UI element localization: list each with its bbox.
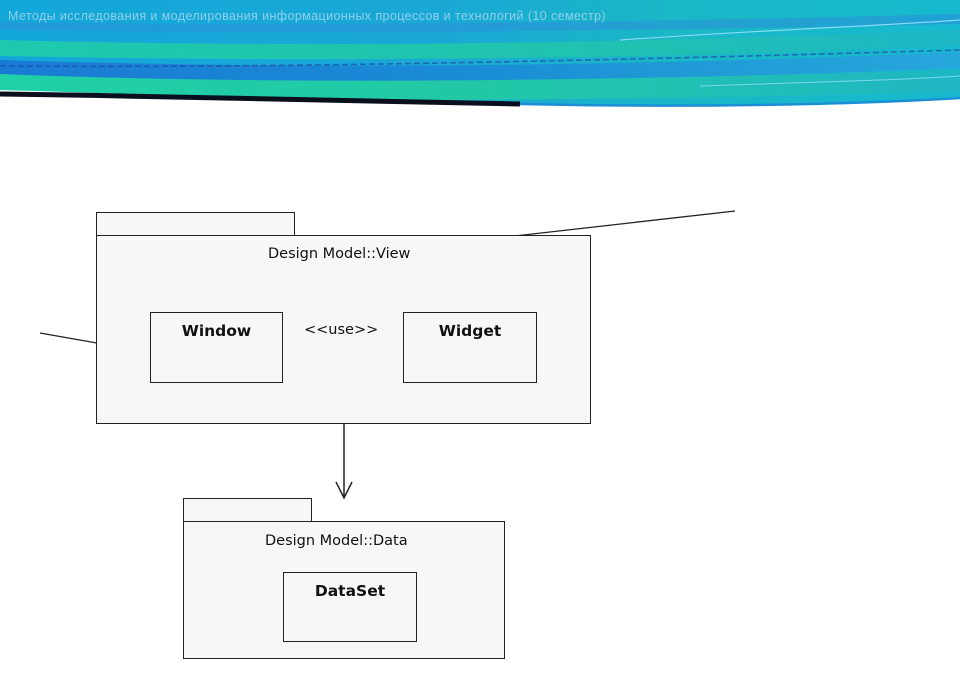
- window-class: Window: [150, 312, 283, 383]
- widget-class-name: Widget: [438, 322, 502, 340]
- dataset-class-name: DataSet: [314, 582, 386, 600]
- package-dependency-arrowhead: [335, 481, 353, 500]
- course-title: Методы исследования и моделирования инфо…: [8, 9, 606, 23]
- data-package-name: Design Model::Data: [265, 533, 408, 549]
- banner-background: [0, 0, 960, 110]
- view-package-tab: [96, 212, 295, 237]
- header-banner: Методы исследования и моделирования инфо…: [0, 0, 960, 110]
- dataset-class: DataSet: [283, 572, 417, 642]
- data-package-tab: [183, 498, 312, 523]
- window-class-name: Window: [181, 322, 252, 340]
- view-package-name: Design Model::View: [268, 246, 411, 262]
- widget-class: Widget: [403, 312, 537, 383]
- use-stereotype-label: <<use>>: [304, 322, 379, 338]
